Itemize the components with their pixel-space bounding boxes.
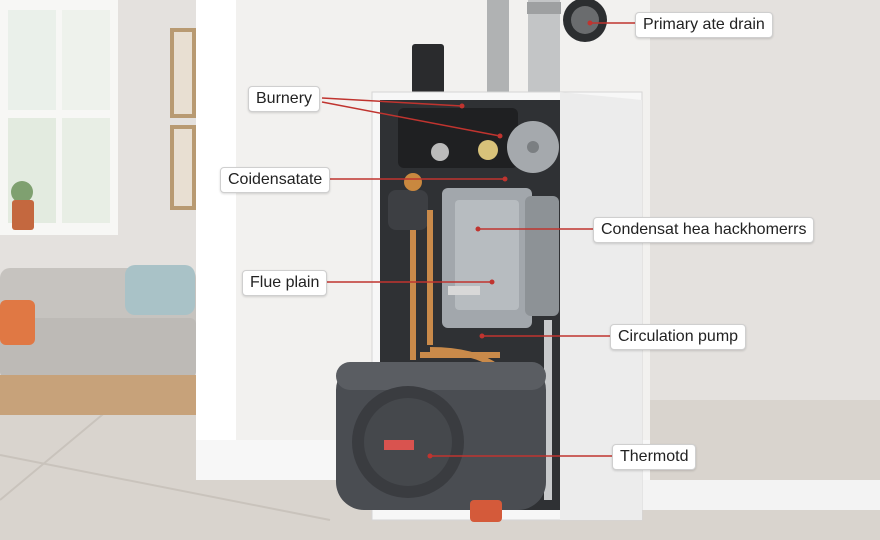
leader-burnery-2-dot	[498, 134, 503, 139]
expansion-vessel-icon	[507, 121, 559, 173]
leader-burnery-dot	[460, 104, 465, 109]
leader-primary-drain-dot	[588, 21, 593, 26]
leader-thermostat-dot	[428, 454, 433, 459]
leader-condensatate-dot	[503, 177, 508, 182]
label-primary-drain: Primary ate drain	[635, 12, 773, 38]
vent-cap	[412, 44, 444, 94]
leader-heat-exchanger-dot	[476, 227, 481, 232]
skirting-board	[640, 480, 880, 510]
label-thermostat: Thermotd	[612, 444, 696, 470]
label-condensate-heat-exchangers: Condensat hea hackhomerrs	[593, 217, 814, 243]
leader-circulation-pump-dot	[480, 334, 485, 339]
sofa	[0, 265, 196, 415]
pump-motor-icon	[336, 362, 546, 522]
label-flue-plain: Flue plain	[242, 270, 327, 296]
leader-flue-plain-dot	[490, 280, 495, 285]
heat-exchanger	[442, 188, 559, 328]
wall-shadow	[196, 0, 236, 460]
plant-pot-icon	[11, 181, 34, 230]
label-circulation-pump: Circulation pump	[610, 324, 746, 350]
label-burnery: Burnery	[248, 86, 320, 112]
label-condensatate: Coidensatate	[220, 167, 330, 193]
